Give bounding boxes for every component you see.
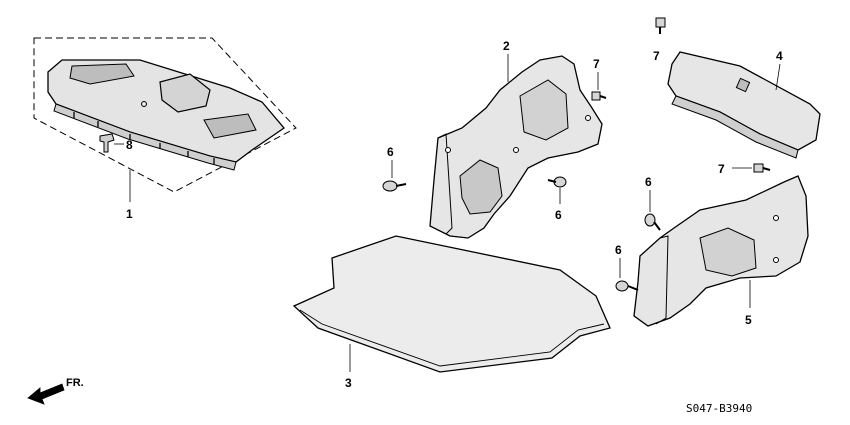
callout-2: 2: [503, 39, 510, 53]
trim-clip-stem: [653, 221, 661, 231]
clip-part-6-a: 6: [382, 145, 407, 192]
lining-hole: [513, 147, 519, 153]
trunk-floor-mat-inner-edge: [299, 309, 605, 367]
clip-part-8: 8: [99, 133, 133, 153]
center-light-housing: [159, 73, 211, 113]
shelf-clip-marks: [73, 112, 215, 164]
callout-6d: 6: [615, 243, 622, 257]
lining-hole: [773, 215, 779, 221]
left-trunk-side-lining: [429, 55, 603, 239]
screw-shank: [762, 167, 771, 171]
trim-clip-icon: [615, 280, 629, 292]
rear-panel-latch-cutout: [735, 77, 751, 93]
left-speaker-grille: [69, 63, 135, 85]
shelf-hole: [141, 101, 147, 107]
front-arrow-icon: [27, 383, 65, 405]
callout-3: 3: [345, 376, 352, 390]
callout-7c: 7: [718, 162, 725, 176]
rear-panel-lining-fold: [671, 95, 799, 159]
front-direction-indicator: FR.: [27, 377, 84, 405]
callout-6b: 6: [555, 208, 562, 222]
left-side-lining-wheelhouse: [459, 159, 503, 215]
lining-hole: [773, 257, 779, 263]
trim-clip-icon: [382, 180, 398, 192]
callout-4: 4: [776, 49, 783, 63]
right-speaker-grille: [203, 113, 257, 139]
right-side-lining-edge: [655, 235, 669, 325]
callout-1: 1: [126, 207, 133, 221]
trim-clip-stem: [395, 183, 407, 187]
rear-panel-lining-body: [667, 51, 821, 151]
callout-8: 8: [126, 138, 133, 152]
clip-icon: [99, 133, 115, 153]
left-side-lining-pocket: [519, 79, 569, 141]
clip-part-6-c: 6: [644, 175, 661, 231]
trim-clip-stem: [627, 285, 639, 291]
screw-icon: [591, 91, 601, 101]
callout-5: 5: [745, 313, 752, 327]
rear-shelf-front-lip: [53, 103, 237, 171]
screw-part-7-b: 7: [653, 17, 666, 63]
lining-hole: [585, 115, 591, 121]
left-side-lining-edge: [437, 133, 453, 235]
trunk-rear-panel-lining: [667, 51, 821, 159]
trim-clip-stem: [547, 179, 557, 183]
screw-shank: [599, 95, 607, 99]
screw-part-7-c: 7: [718, 162, 771, 176]
lining-hole: [445, 147, 451, 153]
clip-part-6-b: 6: [547, 176, 567, 222]
rear-shelf-assembly: [33, 37, 297, 193]
screw-icon: [655, 17, 666, 28]
callout-6c: 6: [645, 175, 652, 189]
right-side-lining-wheelhouse: [699, 227, 757, 277]
trim-clip-icon: [644, 213, 656, 227]
right-trunk-side-lining: [633, 175, 809, 327]
callout-6a: 6: [387, 145, 394, 159]
screw-icon: [753, 163, 764, 173]
trunk-floor-mat: [292, 235, 611, 373]
diagram-code: S047-B3940: [686, 402, 752, 415]
front-indicator-label: FR.: [66, 377, 84, 389]
callout-7b: 7: [653, 49, 660, 63]
clip-part-6-d: 6: [615, 243, 639, 292]
leader-line-4: [775, 63, 781, 91]
screw-part-7-a: 7: [591, 57, 607, 101]
callout-7a: 7: [593, 57, 600, 71]
